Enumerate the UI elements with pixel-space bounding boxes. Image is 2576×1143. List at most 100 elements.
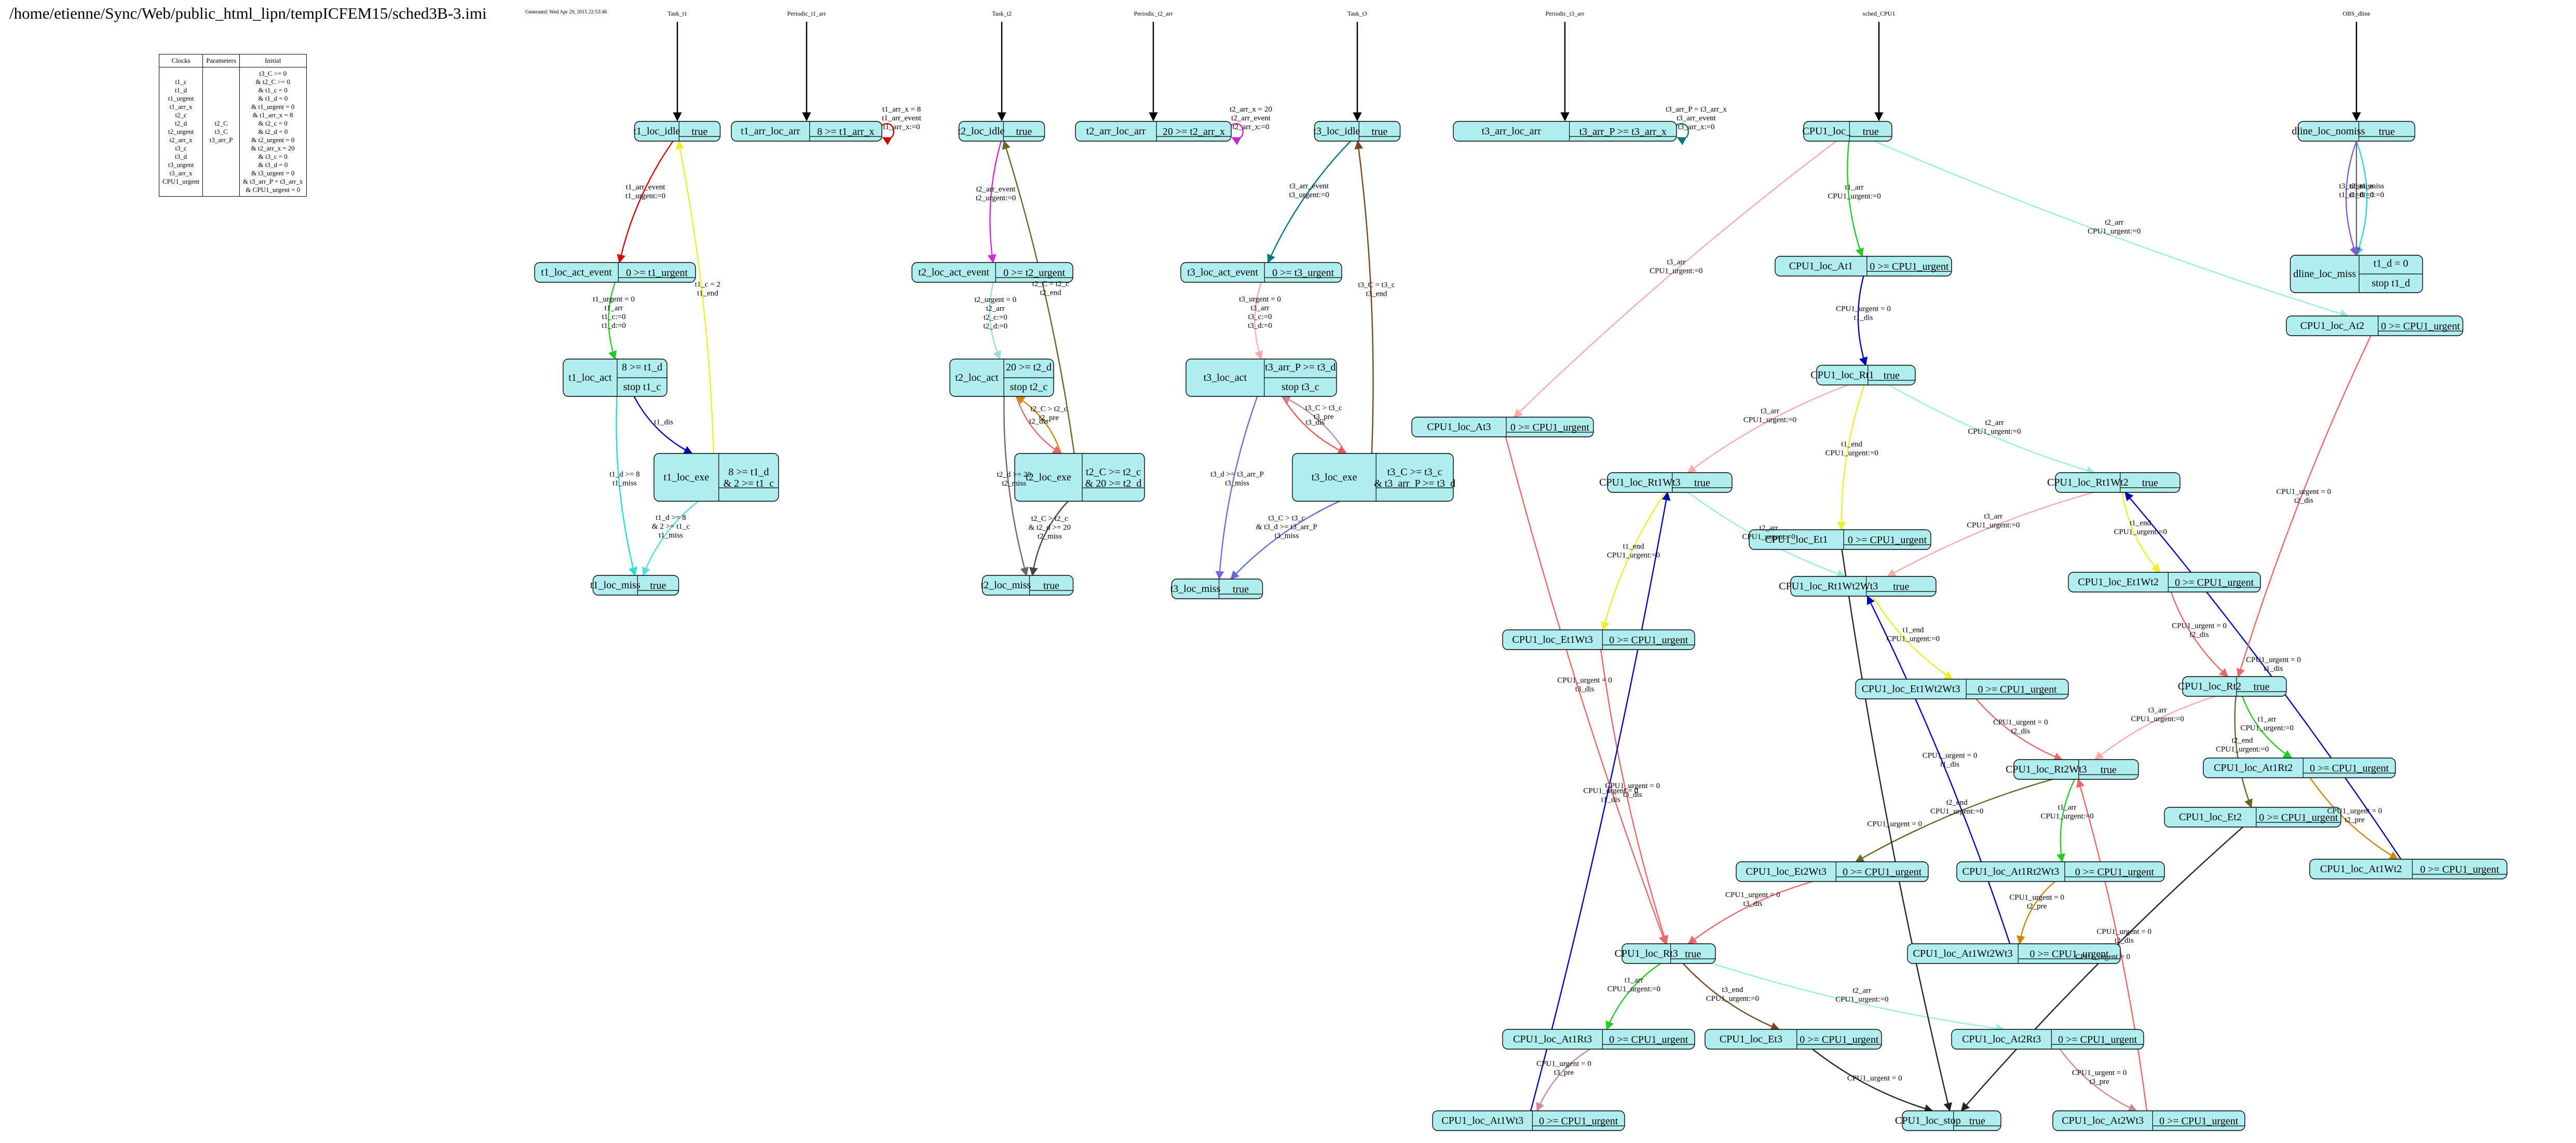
location-invariant: t3_arr_P >= t3_d [1265, 362, 1335, 373]
legend-entry: t2_d [175, 119, 187, 127]
location-invariant: true [1969, 1116, 1985, 1127]
transition-e42 [2309, 777, 2398, 860]
transition-e40 [2234, 696, 2253, 808]
location-invariant: true [1694, 477, 1710, 489]
location-name: t2_loc_miss [981, 580, 1031, 591]
location-invariant: 0 >= CPU1_urgent [1978, 684, 2057, 695]
transition-e33 [1887, 491, 2094, 577]
location-invariant: 0 >= CPU1_urgent [1848, 534, 1927, 546]
automaton-name-a_task_t3: Task_t3 [1347, 10, 1367, 17]
transition-e13 [1003, 396, 1029, 576]
initial-constraints-list: t3_C >= 0& t2_C >= 0& t1_c = 0& t1_d = 0… [239, 67, 307, 197]
location-t1_act_event: t1_loc_act_event 0 >= t1_urgent [534, 262, 696, 283]
transition-e28 [1687, 384, 1848, 474]
location-name: CPU1_loc_At3 [1427, 421, 1491, 433]
location-invariant: 0 >= CPU1_urgent [1800, 1034, 1879, 1045]
transition-e6 [642, 501, 699, 576]
location-name: CPU1_loc_At1Rt2 [2214, 762, 2293, 774]
transition-e9 [989, 282, 1001, 360]
location-box [1292, 453, 1454, 502]
location-invariant: true [650, 580, 666, 591]
legend-entry: t1_arr_x [169, 103, 193, 111]
transition-e2 [608, 282, 617, 360]
location-box [653, 453, 779, 502]
location-invariant: 8 >= t1_d [622, 362, 662, 373]
transition-e35 [1872, 596, 1954, 680]
location-invariant: 0 >= t1_urgent [626, 267, 688, 279]
transition-e41 [2242, 696, 2293, 759]
transition-e19 [1281, 395, 1347, 454]
clocks-header: Clocks [158, 54, 203, 67]
parameters-header: Parameters [202, 54, 240, 67]
transition-e54 [1530, 491, 1671, 1111]
transition-e12 [1015, 396, 1062, 455]
location-name: CPU1_loc_At2 [2300, 320, 2364, 332]
location-invariant: true [2253, 681, 2269, 693]
transition-e14 [1029, 501, 1069, 576]
location-name: t2_loc_idle [958, 126, 1004, 137]
legend-entry: & t2_C >= 0 [255, 78, 290, 86]
location-invariant: 0 >= CPU1_urgent [1609, 1034, 1688, 1045]
location-name: t1_loc_exe [664, 472, 710, 483]
legend-entry: t3_C >= 0 [259, 70, 287, 77]
transition-e51 [1712, 962, 2005, 1033]
legend-entry: & t2_c = 0 [258, 119, 288, 127]
transition-e52 [1536, 1048, 1591, 1112]
transition-e58 [1812, 1049, 1933, 1113]
location-invariant: true [1685, 948, 1701, 960]
location-name: CPU1_loc_Rt1Wt2Wt3 [1779, 581, 1878, 592]
transition-e25 [1513, 141, 1837, 418]
location-invariant: 0 >= CPU1_urgent [1510, 422, 1590, 433]
location-name: t1_loc_act_event [541, 267, 612, 278]
transition-e37 [1975, 698, 2063, 761]
location-name: CPU1_loc_At1Wt2Wt3 [1913, 948, 2012, 959]
legend-entry: & t1_arr_x = 8 [252, 111, 293, 119]
transition-e57 [2236, 335, 2371, 678]
transition-e7 [881, 123, 894, 145]
location-name: t3_loc_act_event [1187, 267, 1258, 278]
location-invariant: 0 >= CPU1_urgent [2420, 864, 2500, 875]
location-name: t3_loc_idle [1313, 126, 1360, 137]
location-name: CPU1_loc_Rt1 [1810, 369, 1874, 381]
transition-e10 [1002, 140, 1075, 454]
location-invariant: true [1016, 126, 1032, 137]
transition-e56 [1505, 436, 1667, 945]
file-path-title: /home/etienne/Sync/Web/public_html_lipn/… [9, 4, 487, 22]
transition-e21 [1215, 396, 1258, 580]
legend-entry: & t1_c = 0 [258, 86, 288, 94]
location-name: t3_loc_miss [1170, 583, 1221, 595]
transition-e3 [675, 140, 715, 454]
location-stopwatch: stop t2_c [1010, 381, 1048, 393]
